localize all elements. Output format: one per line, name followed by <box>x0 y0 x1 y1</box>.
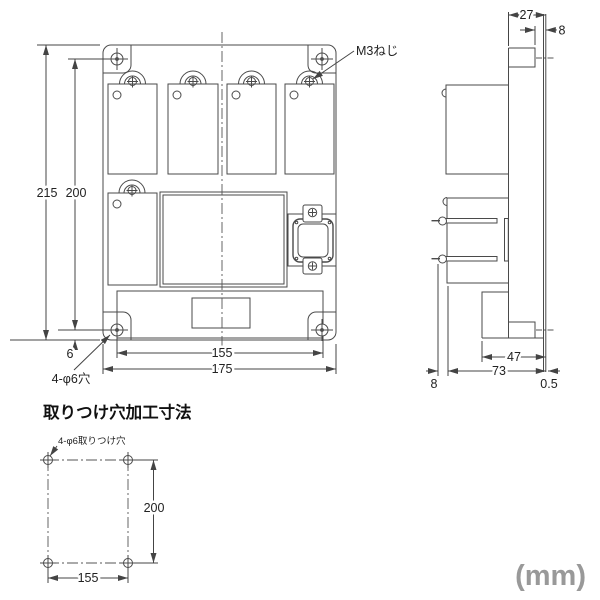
dim-panel-thickness: 0.5 <box>540 377 557 391</box>
mounting-hole-leader <box>49 445 59 457</box>
side-upper-block <box>441 84 509 175</box>
front-dimensions: 215 200 6 4-φ6穴 155 175 M3ねじ <box>10 42 401 389</box>
front-bottom-band <box>116 290 324 339</box>
dim-overall-depth: 73 <box>492 364 506 378</box>
dim-top-depth: 27 <box>520 8 534 22</box>
dim-hook-offset: 8 <box>431 377 438 391</box>
side-view <box>431 14 554 372</box>
hole-leader-line <box>73 334 111 371</box>
dim-hole-pitch-v: 200 <box>66 186 87 200</box>
dim-overall-width: 175 <box>212 362 233 376</box>
side-bottom-step <box>508 321 536 338</box>
front-screw-label: M3ねじ <box>356 44 398 58</box>
dim-overall-height: 215 <box>37 186 58 200</box>
mounting-dim-pitch-v: 200 <box>144 501 165 515</box>
front-connector <box>287 204 337 275</box>
dim-hole-offset-bottom: 6 <box>67 347 74 361</box>
front-view <box>102 32 337 347</box>
side-middle-block <box>431 197 509 284</box>
front-second-row <box>107 179 288 288</box>
dim-tab-setback: 8 <box>559 24 566 38</box>
dim-lower-depth: 47 <box>507 350 521 364</box>
unit-note: (mm) <box>515 560 586 592</box>
mounting-holes <box>40 452 136 571</box>
side-top-tab <box>508 47 536 68</box>
front-hole-label: 4-φ6穴 <box>52 371 91 386</box>
mounting-centerlines <box>47 459 129 564</box>
side-lower-block <box>481 291 509 338</box>
dim-hole-pitch-h: 155 <box>212 346 233 360</box>
mounting-hole-label: 4-φ6取りつけ穴 <box>58 435 126 447</box>
front-band-window <box>191 297 251 329</box>
front-display-window <box>159 191 288 288</box>
side-dimensions: 27 8 47 73 8 0.5 <box>426 6 568 394</box>
front-clips <box>119 70 323 88</box>
mounting-dim-pitch-h: 155 <box>78 571 99 585</box>
screw-leader-line <box>312 50 355 80</box>
front-mounting-holes <box>106 48 333 341</box>
mounting-view: 取りつけ穴加工寸法 4-φ6取りつけ穴 200 155 <box>40 402 192 588</box>
mounting-heading: 取りつけ穴加工寸法 <box>43 402 192 422</box>
